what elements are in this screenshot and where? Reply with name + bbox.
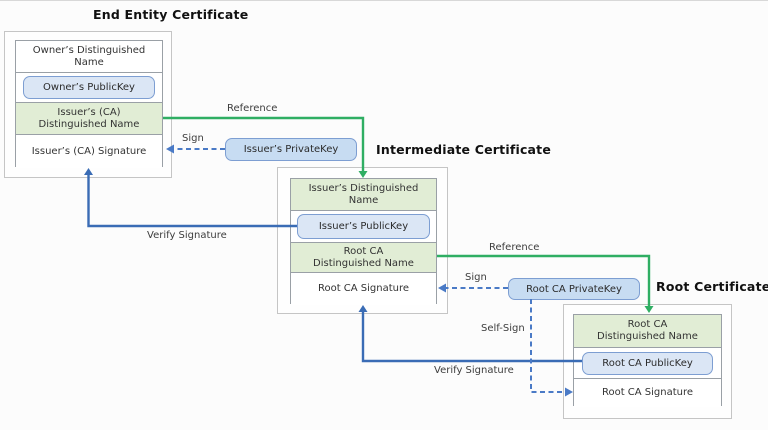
issuer-ca-distinguished-name-label: Issuer’s (CA) Distinguished Name	[38, 106, 140, 130]
issuer-public-key-row: Issuer’s PublicKey	[291, 210, 436, 242]
end-entity-certificate-stack: Owner’s Distinguished Name Owner’s Publi…	[15, 40, 163, 168]
root-ca-distinguished-name-row: Root CA Distinguished Name	[574, 315, 721, 347]
root-ca-signature-label: Root CA Signature	[601, 387, 694, 399]
reference-label-2: Reference	[489, 242, 540, 253]
issuer-ca-signature-row: Issuer’s (CA) Signature	[16, 134, 162, 168]
intermediate-certificate-title: Intermediate Certificate	[376, 142, 552, 157]
issuer-distinguished-name-row: Issuer’s Distinguished Name	[291, 179, 436, 210]
root-ca-private-key-label: Root CA PrivateKey	[526, 283, 622, 295]
verify-signature-label-2: Verify Signature	[434, 365, 514, 376]
root-ca-public-key-box: Root CA PublicKey	[582, 351, 713, 375]
self-sign-line	[530, 299, 565, 393]
intermediate-certificate-stack: Issuer’s Distinguished Name Issuer’s Pub…	[290, 178, 437, 305]
issuer-private-key-label: Issuer’s PrivateKey	[243, 144, 339, 155]
root-ca-distinguished-name-row-intermediate: Root CA Distinguished Name	[291, 242, 436, 272]
end-entity-certificate-box: Owner’s Distinguished Name Owner’s Publi…	[4, 31, 172, 178]
issuer-public-key-label: Issuer’s PublicKey	[318, 221, 409, 232]
end-entity-certificate-title: End Entity Certificate	[93, 7, 249, 22]
owner-public-key-box: Owner’s PublicKey	[23, 76, 155, 99]
issuer-public-key-box: Issuer’s PublicKey	[297, 214, 430, 239]
owner-public-key-row: Owner’s PublicKey	[16, 72, 162, 102]
root-certificate-box: Root CA Distinguished Name Root CA Publi…	[563, 304, 732, 419]
root-ca-signature-label-intermediate: Root CA Signature	[317, 283, 410, 295]
issuer-private-key-box: Issuer’s PrivateKey	[225, 138, 357, 161]
verify-signature-line-1	[87, 174, 297, 228]
root-certificate-stack: Root CA Distinguished Name Root CA Publi…	[573, 314, 722, 407]
verify-signature-line-2	[361, 311, 582, 363]
intermediate-certificate-box: Issuer’s Distinguished Name Issuer’s Pub…	[277, 167, 448, 314]
root-ca-private-key-box: Root CA PrivateKey	[508, 278, 640, 300]
verify-signature-label-1: Verify Signature	[147, 230, 227, 241]
owner-distinguished-name-label: Owner’s Distinguished Name	[32, 44, 146, 68]
sign-label-1: Sign	[182, 133, 204, 144]
root-ca-signature-row: Root CA Signature	[574, 378, 721, 407]
root-ca-public-key-label: Root CA PublicKey	[602, 357, 693, 369]
root-ca-distinguished-name-label: Root CA Distinguished Name	[597, 319, 698, 342]
owner-public-key-label: Owner’s PublicKey	[43, 82, 135, 93]
root-ca-signature-row-intermediate: Root CA Signature	[291, 272, 436, 305]
root-ca-public-key-row: Root CA PublicKey	[574, 347, 721, 378]
issuer-distinguished-name-label: Issuer’s Distinguished Name	[308, 182, 419, 206]
root-ca-distinguished-name-label-intermediate: Root CA Distinguished Name	[313, 245, 414, 269]
owner-distinguished-name-row: Owner’s Distinguished Name	[16, 41, 162, 72]
reference-label-1: Reference	[227, 103, 278, 114]
issuer-ca-distinguished-name-row: Issuer’s (CA) Distinguished Name	[16, 102, 162, 134]
issuer-ca-signature-label: Issuer’s (CA) Signature	[31, 145, 147, 157]
root-certificate-title: Root Certificate	[656, 279, 768, 294]
self-sign-label: Self-Sign	[481, 323, 525, 334]
sign-label-2: Sign	[465, 272, 487, 283]
